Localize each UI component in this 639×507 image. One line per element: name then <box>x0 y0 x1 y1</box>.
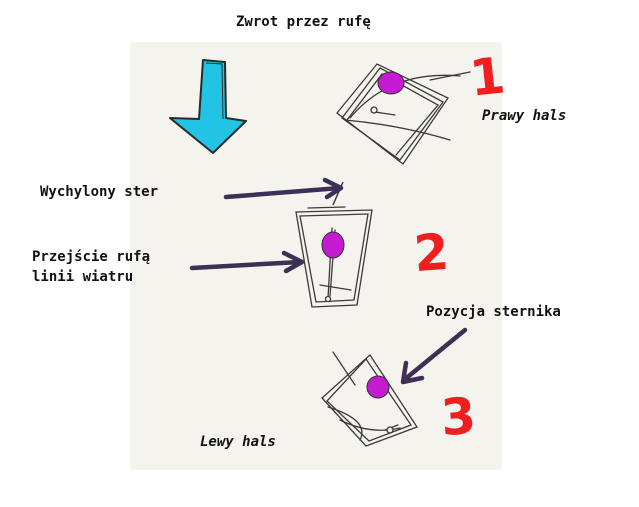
label-wychylony-ster: Wychylony ster <box>40 184 159 200</box>
step-number-2: 2 <box>412 222 451 284</box>
step-number-1: 1 <box>467 46 508 108</box>
helmsman-2-icon <box>321 231 345 259</box>
label-przejscie-line2: linii wiatru <box>32 269 134 285</box>
pointer-arrow-icon <box>189 250 305 274</box>
pointer-arrow-icon <box>223 177 344 200</box>
diagram-title: Zwrot przez rufę <box>236 14 371 30</box>
paper-background <box>130 42 502 470</box>
boat-1-sketch-icon <box>336 63 471 165</box>
boat-3-sketch-icon <box>321 351 418 447</box>
label-prawy-hals: Prawy hals <box>482 108 567 124</box>
helmsman-1-icon <box>377 71 405 95</box>
label-przejscie-line1: Przejście rufą <box>32 249 151 265</box>
wind-arrow-icon <box>169 59 247 154</box>
label-pozycja-sternika: Pozycja sternika <box>426 304 561 320</box>
pointer-arrow-icon <box>400 327 468 385</box>
helmsman-3-icon <box>366 375 390 399</box>
step-number-3: 3 <box>439 386 478 448</box>
label-lewy-hals: Lewy hals <box>200 434 276 450</box>
